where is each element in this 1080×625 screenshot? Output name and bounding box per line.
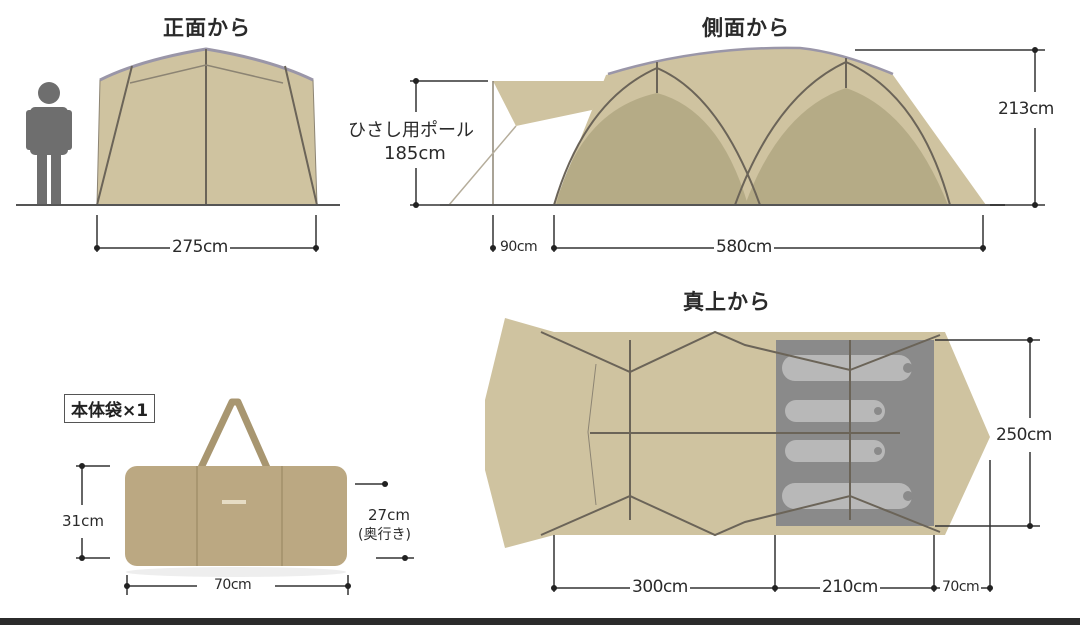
side-length-label: 580cm	[714, 237, 774, 257]
top-rear-section-label: 70cm	[940, 579, 982, 595]
front-view	[16, 47, 340, 252]
bag-depth-label: 27cm	[368, 506, 410, 524]
awning-pole-height: 185cm	[384, 143, 446, 164]
person-icon	[26, 82, 72, 204]
top-front-section-label: 300cm	[630, 577, 690, 597]
bag-depth-note: (奥行き)	[358, 527, 411, 543]
front-width-label: 275cm	[170, 237, 230, 257]
awning-pole-label: ひさし用ポール	[348, 120, 474, 141]
bag-label: 本体袋×1	[64, 394, 156, 423]
bag-width-label: 70cm	[212, 577, 254, 593]
awning-depth-label: 90cm	[498, 239, 540, 255]
side-view	[410, 46, 1045, 252]
side-height-label: 213cm	[996, 99, 1056, 119]
top-width-label: 250cm	[994, 425, 1054, 445]
top-view-title: 真上から	[683, 290, 771, 314]
bag-height-label: 31cm	[62, 512, 104, 530]
storage-bag	[76, 398, 414, 595]
top-inner-section-label: 210cm	[820, 577, 880, 597]
side-view-title: 側面から	[702, 16, 790, 40]
front-view-title: 正面から	[163, 16, 251, 40]
bottom-bar	[0, 618, 1080, 625]
top-view	[485, 318, 1040, 592]
